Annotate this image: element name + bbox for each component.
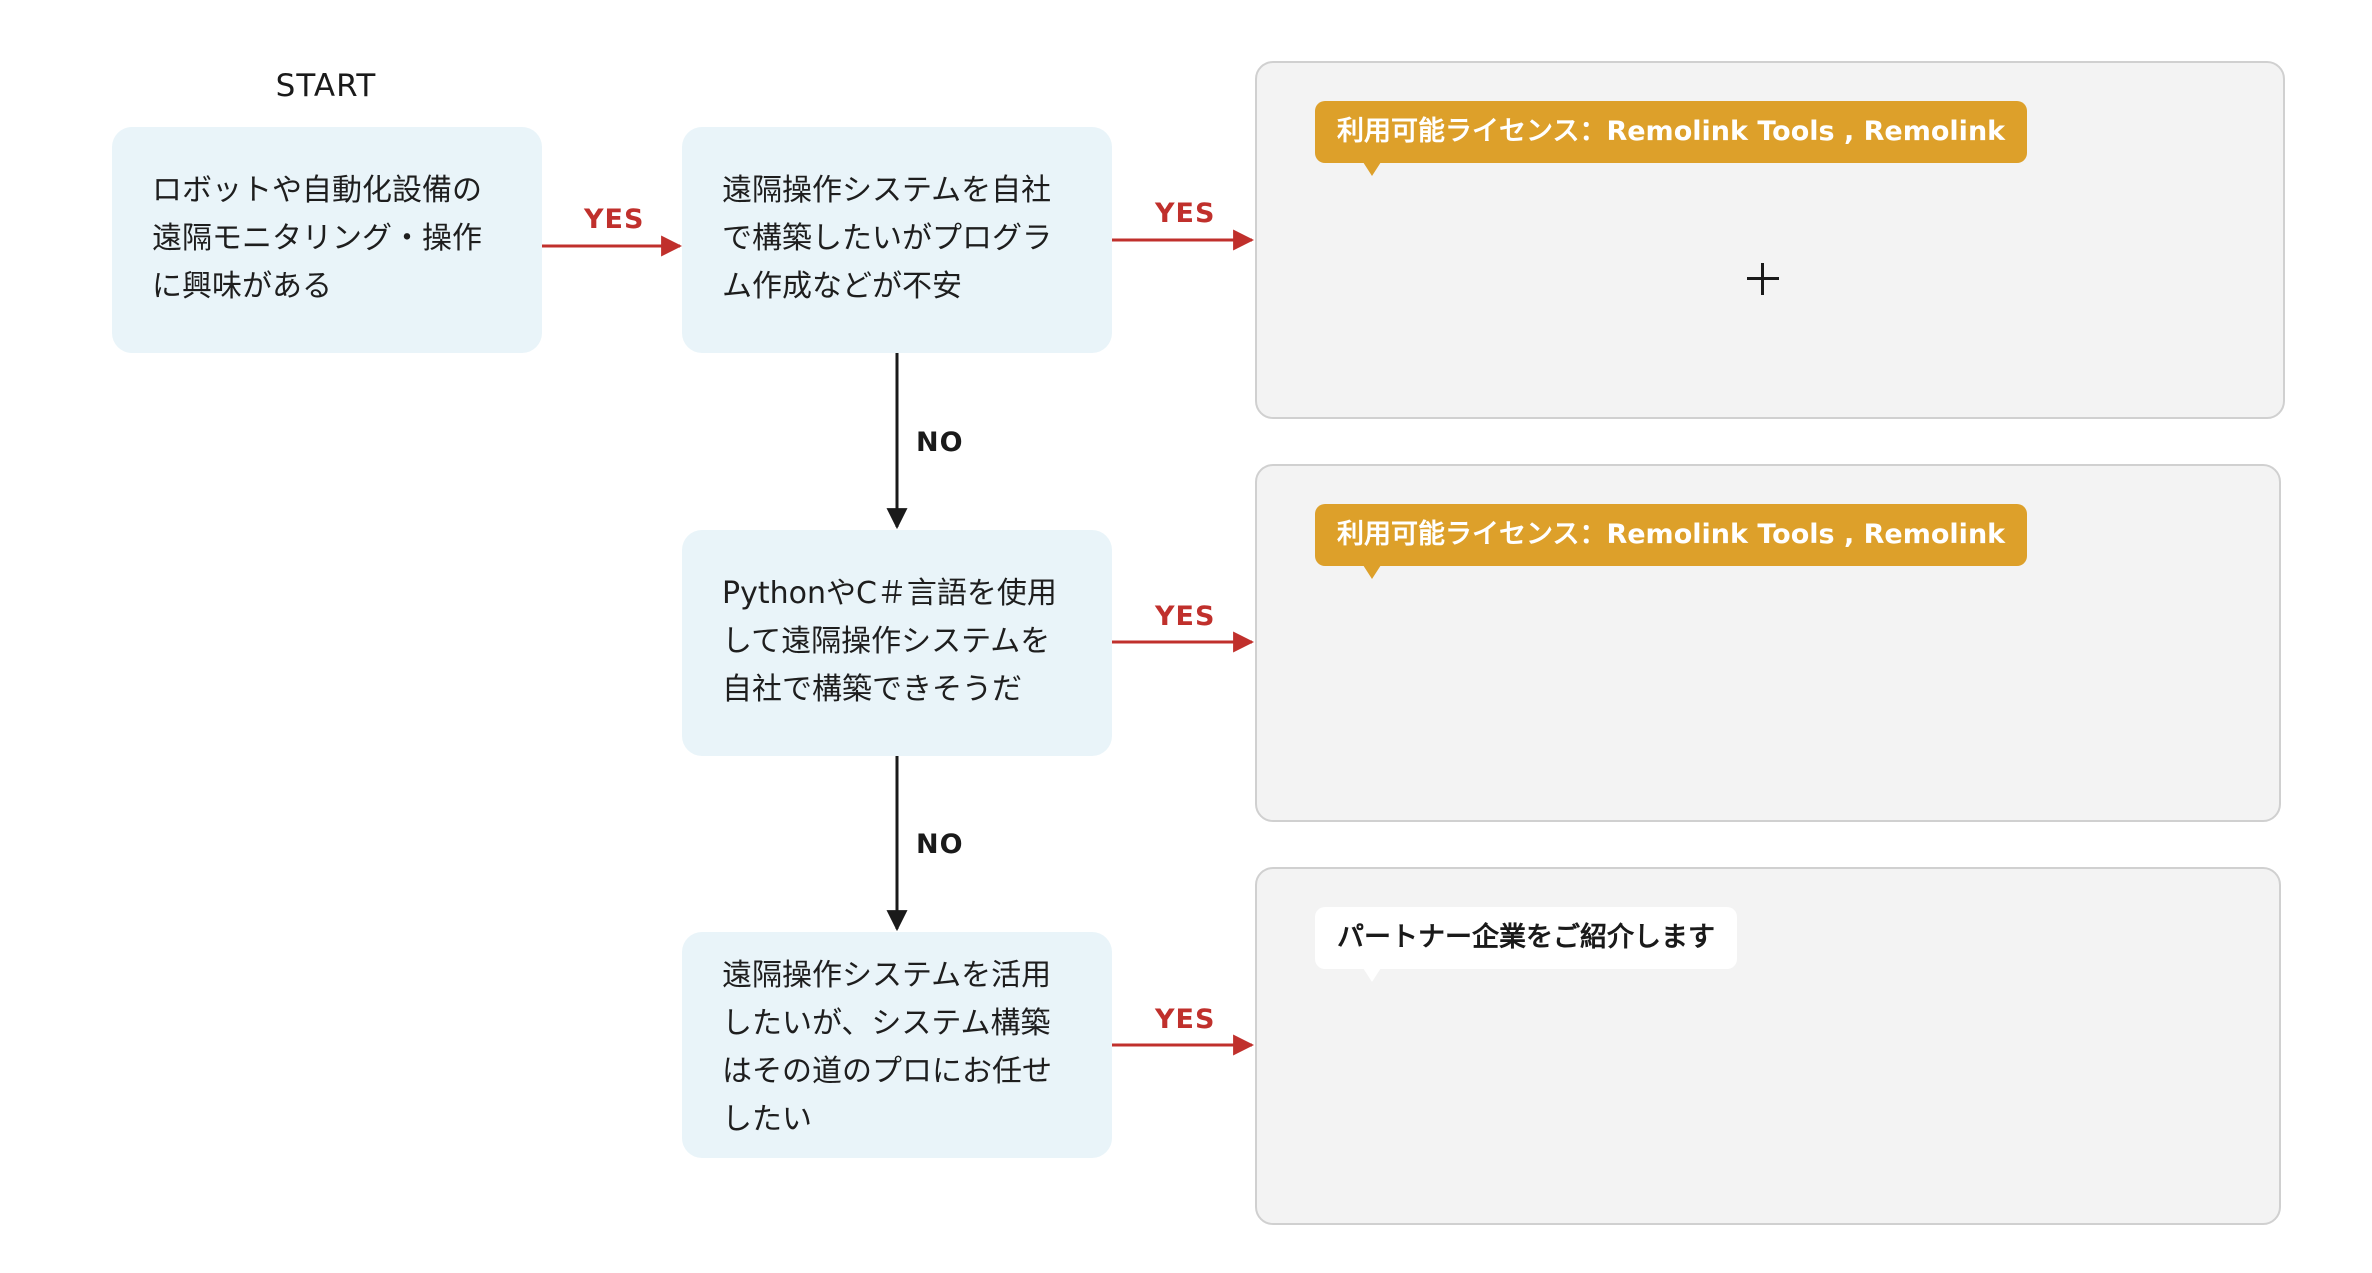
result-panel-third: パートナー企業をご紹介します (1255, 867, 2281, 1225)
no-label: NO (916, 427, 964, 458)
node-self-build: PythonやC＃言語を使用 して遠隔操作システムを 自社で構築できそうだ (682, 530, 1112, 756)
node-text-line: ム作成などが不安 (722, 269, 962, 304)
partner-tag: パートナー企業をご紹介します (1315, 907, 1737, 982)
result-panel-second: 利用可能ライセンス：Remolink Tools , Remolink (1255, 464, 2281, 822)
node-text-line: で構築したいがプログラ (722, 221, 1052, 256)
license-tag: 利用可能ライセンス：Remolink Tools , Remolink (1315, 101, 2028, 176)
node-text-line: はその道のプロにお任せ (722, 1054, 1052, 1089)
start-label: START (275, 68, 377, 104)
node-text-line: して遠隔操作システムを (722, 624, 1051, 659)
plus-icon[interactable] (1747, 263, 1779, 295)
yes-label: YES (1155, 1004, 1216, 1035)
node-text-line: 遠隔操作システムを自社 (722, 173, 1052, 208)
node-text-line: 遠隔モニタリング・操作 (152, 221, 482, 256)
no-label: NO (916, 829, 964, 860)
node-text-line: したいが、システム構築 (722, 1006, 1051, 1041)
yes-label: YES (1155, 198, 1216, 229)
node-text-line: したい (722, 1102, 812, 1137)
yes-label: YES (1155, 601, 1216, 632)
yes-label: YES (584, 204, 645, 235)
node-text-line: ロボットや自動化設備の (152, 173, 482, 208)
node-text-line: に興味がある (152, 269, 332, 304)
result-panel-first: 利用可能ライセンス：Remolink Tools , Remolink (1255, 61, 2285, 419)
license-tag: 利用可能ライセンス：Remolink Tools , Remolink (1315, 504, 2028, 579)
node-text-line: 自社で構築できそうだ (722, 672, 1022, 707)
node-text-line: 遠隔操作システムを活用 (722, 958, 1052, 993)
node-outsource: 遠隔操作システムを活用 したいが、システム構築 はその道のプロにお任せ したい (682, 932, 1112, 1158)
node-worried-about-programming: 遠隔操作システムを自社 で構築したいがプログラ ム作成などが不安 (682, 127, 1112, 353)
node-interest: ロボットや自動化設備の 遠隔モニタリング・操作 に興味がある (112, 127, 542, 353)
node-text-line: PythonやC＃言語を使用 (722, 576, 1057, 611)
